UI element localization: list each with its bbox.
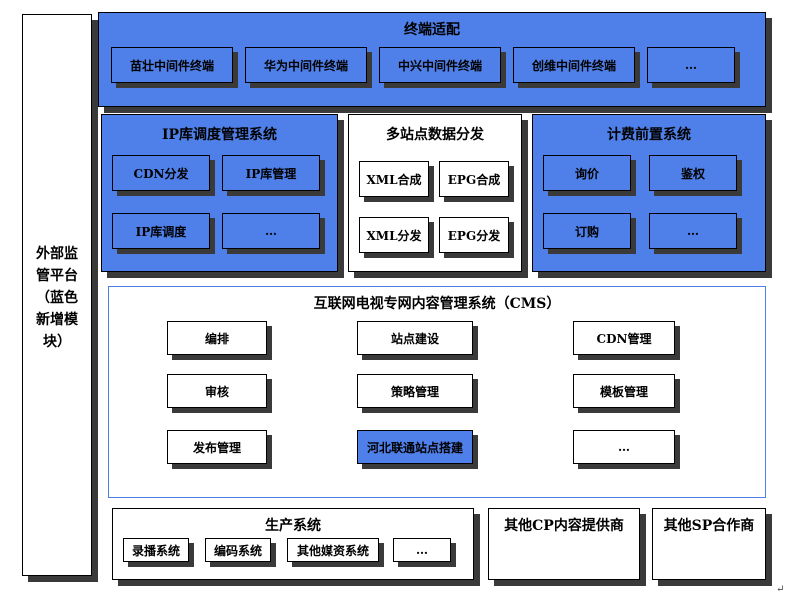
billing-item: … <box>649 213 737 249</box>
terminal-adaptation-title: 终端适配 <box>404 22 460 38</box>
terminal-item: 中兴中间件终端 <box>379 47 501 83</box>
multisite-item: EPG分发 <box>439 217 509 253</box>
cms-item: CDN管理 <box>573 321 675 355</box>
production-title: 生产系统 <box>265 518 321 534</box>
multisite-item: EPG合成 <box>439 161 509 197</box>
cms-item: 编排 <box>167 321 267 355</box>
ip-item: IP库调度 <box>112 213 210 249</box>
billing-panel: 计费前置系统 询价 鉴权 订购 … <box>532 114 766 272</box>
ip-scheduling-title: IP库调度管理系统 <box>161 127 278 143</box>
terminal-item: 苗壮中间件终端 <box>111 47 233 83</box>
cms-panel: 互联网电视专网内容管理系统（CMS） 编排 站点建设 CDN管理 审核 策略管理… <box>108 286 766 498</box>
multisite-distribution-title: 多站点数据分发 <box>386 127 484 143</box>
other-cp-label: 其他CP内容提供商 <box>504 518 624 534</box>
terminal-adaptation-panel: 终端适配 苗壮中间件终端 华为中间件终端 中兴中间件终端 创维中间件终端 … <box>98 12 766 107</box>
production-item: 其他媒资系统 <box>287 538 379 562</box>
production-item: 编码系统 <box>205 538 271 562</box>
cms-item: 发布管理 <box>167 430 267 464</box>
paragraph-mark-icon: ↵ <box>776 584 785 595</box>
billing-item: 鉴权 <box>649 155 737 191</box>
billing-title: 计费前置系统 <box>607 127 691 143</box>
billing-item: 订购 <box>543 213 631 249</box>
production-item: 录播系统 <box>123 538 189 562</box>
other-sp-label: 其他SP合作商 <box>663 518 755 534</box>
cms-item: 策略管理 <box>357 374 473 408</box>
external-monitoring-label: 外部监 管平台 （蓝色 新增模 块） <box>36 246 78 350</box>
ip-item: … <box>222 213 320 249</box>
cms-title: 互联网电视专网内容管理系统（CMS） <box>313 296 561 312</box>
other-cp-panel: 其他CP内容提供商 <box>488 508 640 580</box>
other-sp-panel: 其他SP合作商 <box>652 508 766 580</box>
production-item: … <box>393 538 451 562</box>
ip-scheduling-panel: IP库调度管理系统 CDN分发 IP库管理 IP库调度 … <box>101 114 338 272</box>
external-monitoring-platform: 外部监 管平台 （蓝色 新增模 块） <box>22 14 92 576</box>
production-panel: 生产系统 录播系统 编码系统 其他媒资系统 … <box>112 508 474 580</box>
billing-item: 询价 <box>543 155 631 191</box>
cms-item: … <box>573 430 675 464</box>
cms-item: 站点建设 <box>357 321 473 355</box>
multisite-item: XML合成 <box>359 161 429 197</box>
terminal-item: 创维中间件终端 <box>513 47 635 83</box>
multisite-distribution-panel: 多站点数据分发 XML合成 EPG合成 XML分发 EPG分发 <box>348 114 522 272</box>
terminal-item: 华为中间件终端 <box>245 47 367 83</box>
cms-item: 河北联通站点搭建 <box>357 430 473 464</box>
ip-item: CDN分发 <box>112 155 210 191</box>
ip-item: IP库管理 <box>222 155 320 191</box>
cms-item: 审核 <box>167 374 267 408</box>
cms-item: 模板管理 <box>573 374 675 408</box>
multisite-item: XML分发 <box>359 217 429 253</box>
terminal-item: … <box>647 47 735 83</box>
